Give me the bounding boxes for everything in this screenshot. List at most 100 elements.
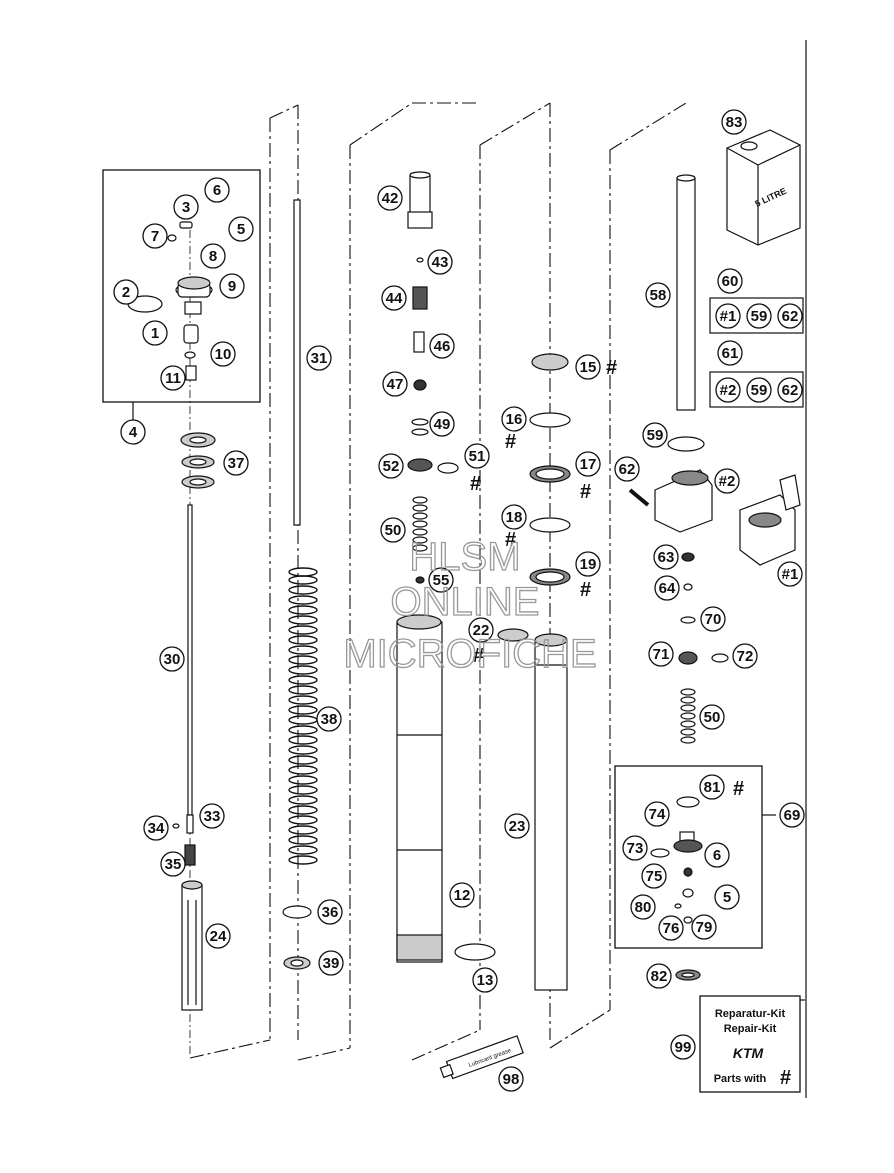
kit-hash-mark: #: [606, 357, 617, 379]
callout-c61: 61: [717, 340, 743, 366]
callout-c34: 34: [143, 815, 169, 841]
callout-c47: 47: [382, 371, 408, 397]
callout-number: 82: [651, 968, 668, 985]
svg-text:#1: #1: [720, 308, 737, 325]
callout-number: #1: [782, 566, 799, 583]
callout-number: 75: [646, 868, 663, 885]
callout-number: 23: [509, 818, 526, 835]
repair-kit-parts-with: Parts with: [714, 1073, 767, 1085]
callout-c31: 31: [306, 345, 332, 371]
callout-c5: 5: [228, 216, 254, 242]
callout-cs1: #1: [777, 561, 803, 587]
callout-number: 58: [650, 287, 667, 304]
callout-number: 50: [704, 709, 721, 726]
callout-c39: 39: [318, 950, 344, 976]
svg-text:59: 59: [751, 382, 768, 399]
callout-c76: 76: [658, 915, 684, 941]
callout-number: #2: [719, 473, 736, 490]
callout-number: 13: [477, 972, 494, 989]
callout-c69: 69: [779, 802, 805, 828]
callout-number: 24: [210, 928, 227, 945]
svg-text:#2: #2: [720, 382, 737, 399]
callout-number: 43: [432, 254, 449, 271]
callout-c30: 30: [159, 646, 185, 672]
callout-number: 71: [653, 646, 670, 663]
callout-c60: 60: [717, 268, 743, 294]
callout-number: 62: [619, 461, 636, 478]
callout-number: 15: [580, 359, 597, 376]
callout-number: 50: [385, 522, 402, 539]
callout-number: 64: [659, 580, 676, 597]
callout-number: 33: [204, 808, 221, 825]
kit-61-item: 59: [746, 377, 772, 403]
callout-c72: 72: [732, 643, 758, 669]
callout-number: 22: [473, 622, 490, 639]
callout-c1: 1: [142, 320, 168, 346]
callout-c8: 8: [200, 243, 226, 269]
callout-number: 47: [387, 376, 404, 393]
callout-c59: 59: [642, 422, 668, 448]
callout-number: 59: [647, 427, 664, 444]
callout-number: 51: [469, 448, 486, 465]
callout-c3: 3: [173, 194, 199, 220]
callout-c12: 12: [449, 882, 475, 908]
callout-cs2: #2: [714, 468, 740, 494]
callout-number: 16: [506, 411, 523, 428]
repair-kit-hash: #: [780, 1067, 791, 1089]
callout-number: 80: [635, 899, 652, 916]
callout-c23: 23: [504, 813, 530, 839]
callout-c37: 37: [223, 450, 249, 476]
callout-c5b: 5: [714, 884, 740, 910]
callout-c71: 71: [648, 641, 674, 667]
callout-c49: 49: [429, 411, 455, 437]
callout-number: 52: [383, 458, 400, 475]
callout-c19: 19: [575, 551, 601, 577]
callout-c42: 42: [377, 185, 403, 211]
callout-c38: 38: [316, 706, 342, 732]
callout-number: 42: [382, 190, 399, 207]
callout-c75: 75: [641, 863, 667, 889]
kit-61-item: 62: [777, 377, 803, 403]
callout-number: 36: [322, 904, 339, 921]
callout-number: 76: [663, 920, 680, 937]
svg-text:62: 62: [782, 308, 799, 325]
callout-c74: 74: [644, 801, 670, 827]
callout-number: 3: [182, 199, 190, 216]
callout-c6b: 6: [704, 842, 730, 868]
callout-number: 74: [649, 806, 666, 823]
callout-c24: 24: [205, 923, 231, 949]
callout-number: 44: [386, 290, 403, 307]
repair-kit-title-en: Repair-Kit: [724, 1023, 777, 1035]
svg-text:59: 59: [751, 308, 768, 325]
callout-c17: 17: [575, 451, 601, 477]
callout-c80: 80: [630, 894, 656, 920]
callout-c50b: 50: [699, 704, 725, 730]
callout-number: 6: [713, 847, 721, 864]
callout-number: 12: [454, 887, 471, 904]
kit-60-item: 59: [746, 303, 772, 329]
callout-number: 5: [723, 889, 731, 906]
callout-number: 31: [311, 350, 328, 367]
callout-c35: 35: [160, 851, 186, 877]
callout-number: 18: [506, 509, 523, 526]
callout-number: 6: [213, 182, 221, 199]
callout-number: 2: [122, 284, 130, 301]
watermark-line-1: HLSM: [409, 535, 520, 579]
callout-c46: 46: [429, 333, 455, 359]
kit-61-item: #2: [715, 377, 741, 403]
callout-number: 61: [722, 345, 739, 362]
callout-c44: 44: [381, 285, 407, 311]
callout-c33: 33: [199, 803, 225, 829]
callout-c36: 36: [317, 899, 343, 925]
callout-number: 79: [696, 919, 713, 936]
callout-c52: 52: [378, 453, 404, 479]
callout-c81: 81: [699, 774, 725, 800]
callout-number: 70: [705, 611, 722, 628]
callout-number: 49: [434, 416, 451, 433]
callout-number: 1: [151, 325, 159, 342]
kit-hash-mark: #: [473, 645, 484, 667]
svg-text:62: 62: [782, 382, 799, 399]
callout-number: 5: [237, 221, 245, 238]
callout-c63: 63: [653, 544, 679, 570]
